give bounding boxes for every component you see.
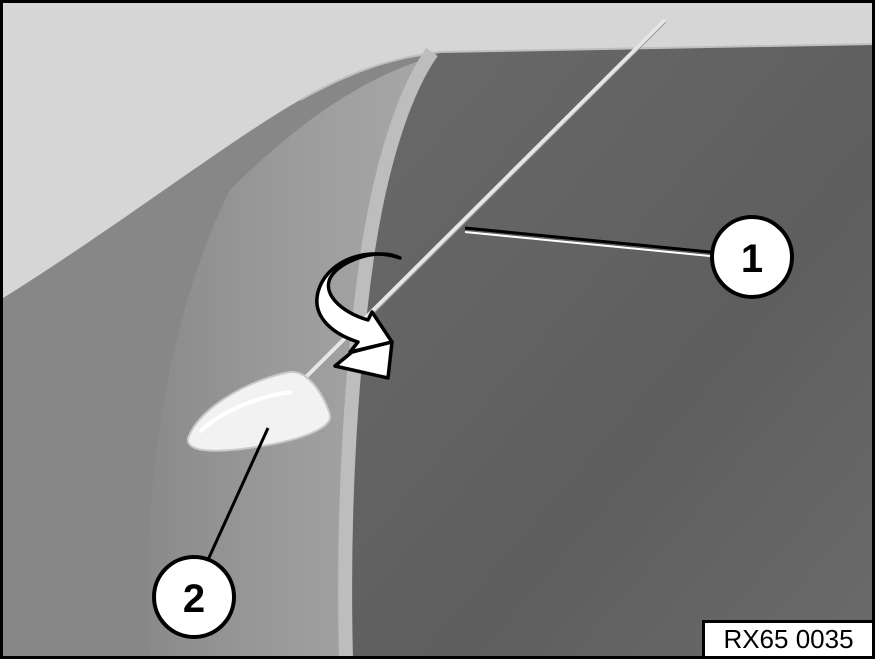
reference-code-label: RX65 0035: [702, 620, 872, 656]
leader-line-1-white: [464, 231, 721, 258]
curved-rotate-arrow-icon: [315, 252, 402, 380]
callout-2: 2: [152, 555, 236, 639]
window-top-edge: [299, 43, 875, 101]
leader-line-2: [205, 427, 270, 563]
callout-1: 1: [710, 215, 794, 299]
window-glass: [347, 44, 875, 659]
pillar-band: [147, 55, 440, 659]
callout-1-label: 1: [741, 237, 763, 281]
callout-2-label: 2: [183, 577, 205, 621]
antenna-base-highlight: [198, 390, 293, 434]
leader-line-1: [464, 226, 721, 255]
window-seal: [338, 47, 438, 659]
antenna-base: [186, 370, 332, 452]
